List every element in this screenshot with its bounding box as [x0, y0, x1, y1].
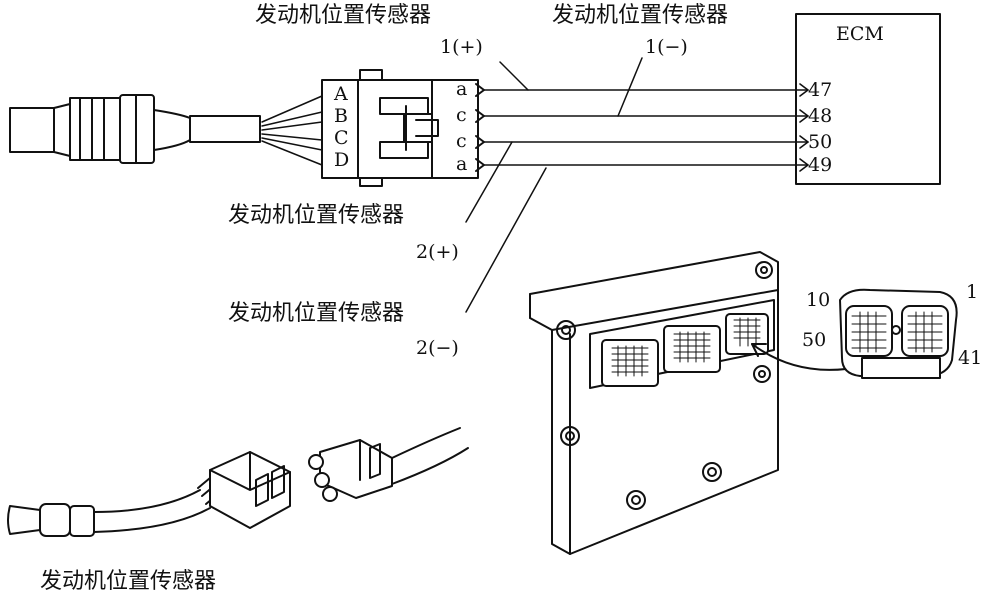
inline-connector [321, 69, 485, 187]
connector-pin-a-left: A [334, 83, 348, 105]
ecm-pin-50: 50 [808, 131, 833, 153]
connector-pin-b-left: B [334, 105, 348, 127]
ecm-pin-48: 48 [808, 105, 833, 127]
ecm-title: ECM [836, 23, 884, 45]
leader-lines [465, 57, 643, 313]
harness-wires [483, 83, 809, 172]
mating-plug-bottom [308, 427, 469, 502]
connector-pin-c-left: C [334, 127, 349, 149]
connector-pin-d-left: D [334, 149, 350, 171]
ecm-plug [839, 288, 958, 379]
sensor-2-plus-name: 发动机位置传感器 [228, 203, 405, 228]
ecm-plug-pin-50: 50 [802, 329, 827, 351]
sensor-1-minus-pin: 1(−) [645, 36, 688, 58]
sensor-2-plus-pin: 2(+) [416, 241, 459, 263]
sensor-1-plus-pin: 1(+) [440, 36, 483, 58]
ecm-plug-pin-10: 10 [806, 289, 831, 311]
connector-pin-c-right-2: c [456, 130, 467, 152]
connector-pin-a-right-bottom: a [456, 153, 468, 175]
sensor-1-minus-name: 发动机位置传感器 [552, 3, 729, 28]
ecm-box [795, 13, 941, 185]
ecm-module [529, 251, 779, 555]
sensor-2-minus-name: 发动机位置传感器 [228, 301, 405, 326]
ecm-plug-pin-1: 1 [966, 281, 979, 303]
connector-pin-a-right-top: a [456, 78, 468, 100]
ecm-pin-49: 49 [808, 154, 833, 176]
sensor-1-plus-name: 发动机位置传感器 [255, 3, 432, 28]
bottom-caption: 发动机位置传感器 [40, 569, 217, 594]
ecm-pin-47: 47 [808, 79, 833, 101]
connector-pin-c-right-1: c [456, 104, 467, 126]
position-sensor-top [9, 94, 261, 164]
ecm-plug-pin-41: 41 [958, 347, 983, 369]
ecm-plug-grids [851, 311, 943, 353]
sensor-with-plug-bottom [7, 451, 291, 537]
socket-grids [611, 317, 761, 377]
sensor-2-minus-pin: 2(−) [416, 337, 459, 359]
fanout-wires [261, 95, 323, 166]
